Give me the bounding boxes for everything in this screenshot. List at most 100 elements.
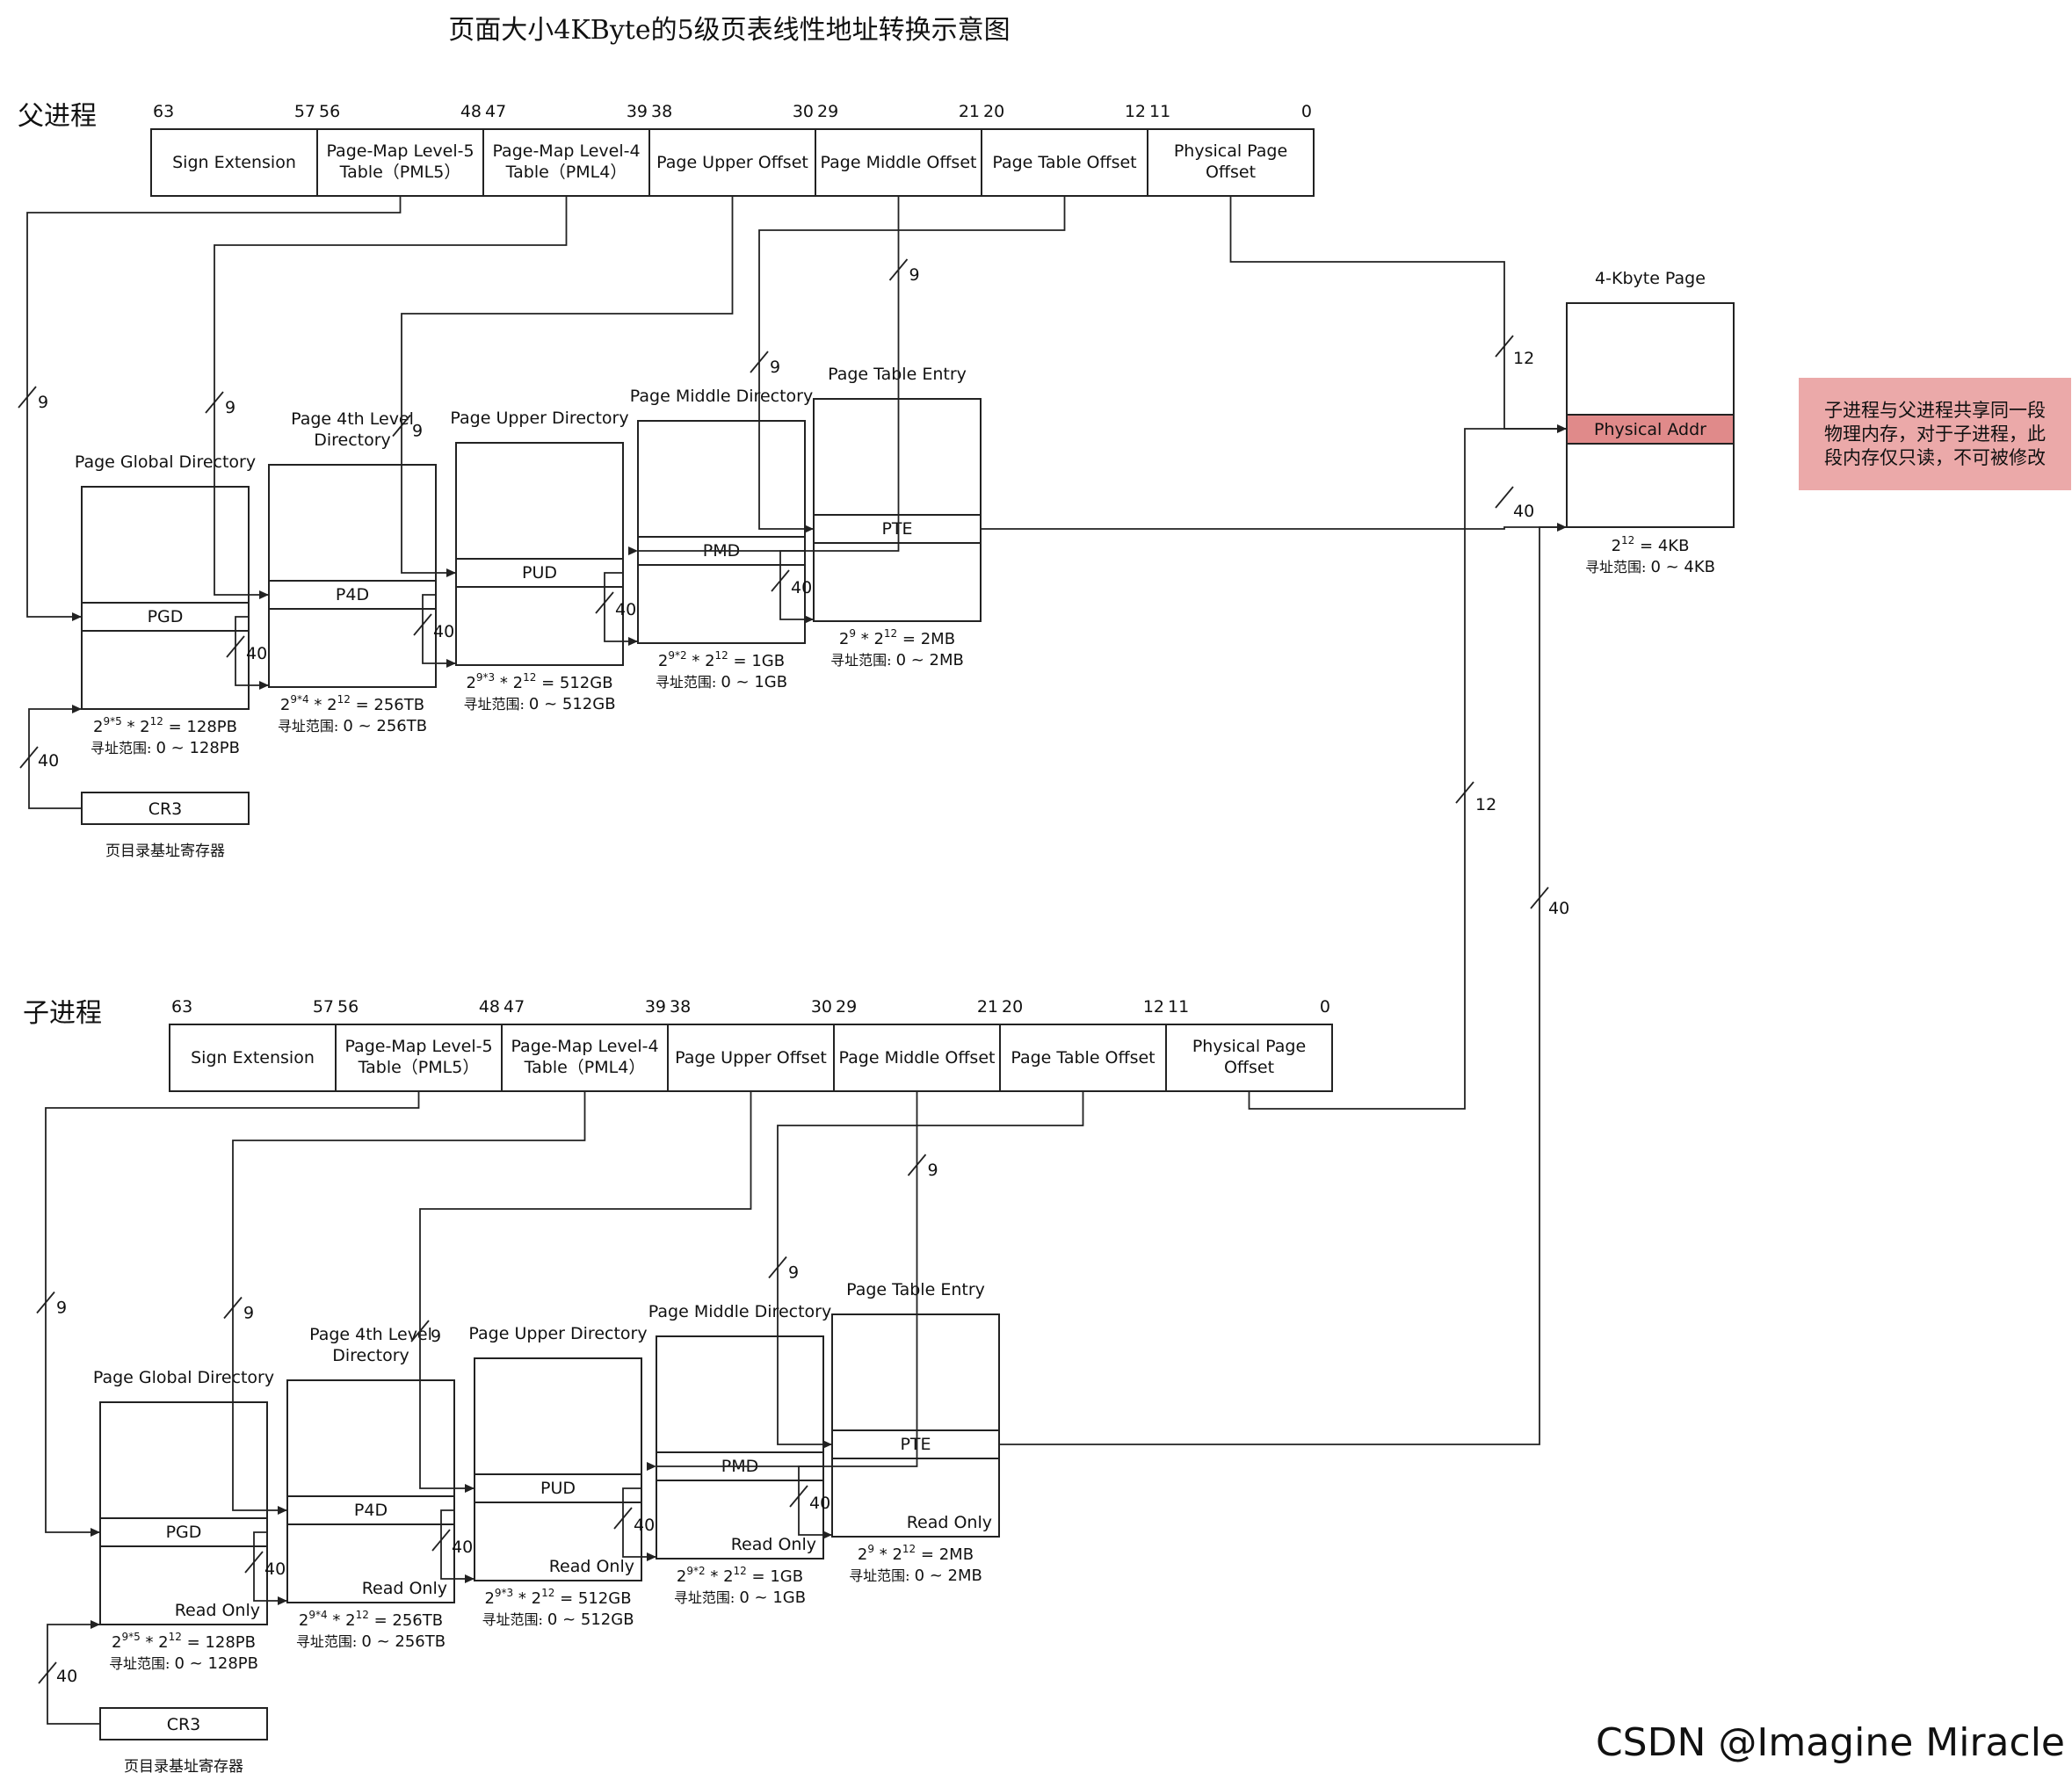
table-box (831, 1313, 1000, 1538)
table-size-formula: 29*5 * 212 = 128PB (112, 1631, 256, 1652)
table-entry-label: PTE (881, 519, 912, 539)
table-size-formula: 29*5 * 212 = 128PB (93, 715, 237, 736)
field-label: Offset (1224, 1058, 1274, 1077)
table-address-range: 寻址范围: 0 ~ 2MB (849, 1567, 982, 1585)
offset-line (232, 1091, 586, 1511)
field-label: Table（PML4） (524, 1058, 646, 1077)
offset-line (638, 196, 900, 552)
cr3-caption: 页目录基址寄存器 (124, 1758, 243, 1773)
bit-number: 0 (1320, 997, 1330, 1017)
bit-width-label: 40 (809, 1494, 830, 1513)
table-title: Page Middle Directory (648, 1302, 831, 1321)
table-entry-label: PGD (148, 607, 184, 626)
table-title: Page Global Directory (93, 1368, 274, 1387)
offset-line (777, 1091, 1084, 1445)
base-address-line (622, 1487, 656, 1558)
bit-width-label: 40 (1548, 899, 1569, 918)
bit-number: 48 (479, 997, 500, 1017)
read-only-label: Read Only (907, 1513, 992, 1532)
field-label: Page Upper Offset (656, 153, 808, 172)
bit-number: 56 (319, 102, 340, 121)
arrow-head (72, 705, 82, 713)
child-process-label: 子进程 (23, 998, 102, 1029)
bit-width-label: 40 (38, 751, 59, 771)
offset-line (45, 1091, 420, 1533)
bit-number: 20 (1002, 997, 1023, 1017)
bit-width-label: 9 (243, 1304, 254, 1323)
table-title: Page Middle Directory (630, 387, 813, 406)
table-size-formula: 29*2 * 212 = 1GB (677, 1565, 803, 1586)
table-address-range: 寻址范围: 0 ~ 2MB (830, 651, 964, 669)
parent-offset-line (1229, 196, 1567, 430)
read-only-label: Read Only (362, 1579, 447, 1598)
bit-number: 56 (337, 997, 359, 1017)
table-address-range: 寻址范围: 0 ~ 128PB (109, 1654, 258, 1673)
offset-line (758, 196, 1066, 530)
cr3-caption: 页目录基址寄存器 (105, 843, 225, 860)
bit-width-label: 40 (264, 1560, 286, 1579)
bit-width-slash (768, 1256, 787, 1279)
diagram-title: 页面大小4KByte的5级页表线性地址转换示意图 (448, 15, 1010, 46)
bit-width-label: 40 (246, 644, 267, 663)
bit-number: 30 (793, 102, 814, 121)
watermark: CSDN @Imagine Miracle (1596, 1720, 2065, 1765)
bit-number: 29 (836, 997, 857, 1017)
bit-number: 38 (651, 102, 672, 121)
field-box (335, 1024, 503, 1092)
offset-line (401, 196, 734, 574)
field-label: Offset (1206, 163, 1256, 182)
table-size-formula: 29*3 * 212 = 512GB (466, 671, 612, 692)
table-box (813, 398, 982, 622)
bit-width-label: 12 (1475, 795, 1496, 814)
bit-width-label: 9 (56, 1299, 67, 1318)
bit-number: 21 (959, 102, 980, 121)
table-entry-label: P4D (354, 1501, 388, 1520)
shared-memory-note: 子进程与父进程共享同一段 物理内存，对于子进程，此 段内存仅只读，不可被修改 (1799, 378, 2071, 490)
arrow-head (628, 546, 638, 555)
bit-number: 47 (485, 102, 506, 121)
arrow-head (628, 637, 638, 646)
bit-width-label: 40 (452, 1538, 473, 1557)
page-address-range: 寻址范围: 0 ~ 4KB (1585, 558, 1715, 576)
table-entry-box (286, 1495, 455, 1525)
base-address-line (422, 594, 456, 664)
bit-width-slash (38, 1661, 57, 1684)
arrow-head (91, 1620, 100, 1629)
bit-width-label: 9 (225, 398, 235, 417)
bit-width-label: 9 (928, 1161, 938, 1180)
offset-line (656, 1091, 918, 1467)
bit-number: 12 (1125, 102, 1146, 121)
field-box (482, 128, 650, 197)
field-box (1165, 1024, 1333, 1092)
table-size-formula: 29*4 * 212 = 256TB (299, 1609, 443, 1630)
cr3-label: CR3 (167, 1715, 201, 1734)
field-label: Sign Extension (191, 1048, 315, 1067)
bit-width-slash (205, 391, 224, 414)
arrow-head (91, 1528, 100, 1537)
field-label: Page Upper Offset (675, 1048, 827, 1067)
field-label: Table（PML5） (339, 163, 461, 182)
base-address-line (798, 1465, 832, 1536)
bit-number: 39 (627, 102, 648, 121)
table-size-formula: 29*4 * 212 = 256TB (280, 693, 424, 714)
table-entry-box (813, 514, 982, 544)
table-address-range: 寻址范围: 0 ~ 256TB (296, 1632, 446, 1651)
cr3-label: CR3 (149, 800, 183, 819)
arrow-head (465, 1574, 475, 1583)
field-box (316, 128, 484, 197)
bit-width-label: 9 (909, 265, 920, 285)
field-box (169, 1024, 337, 1092)
table-address-range: 寻址范围: 0 ~ 128PB (91, 739, 240, 757)
table-box (268, 464, 437, 688)
bit-number: 0 (1301, 102, 1312, 121)
arrow-head (259, 590, 269, 599)
field-box (981, 128, 1148, 197)
field-label: Page Middle Offset (839, 1048, 996, 1067)
bit-number: 38 (670, 997, 691, 1017)
note-background (1799, 378, 2071, 490)
bit-width-label: 9 (770, 358, 780, 377)
field-label: Page Middle Offset (821, 153, 977, 172)
